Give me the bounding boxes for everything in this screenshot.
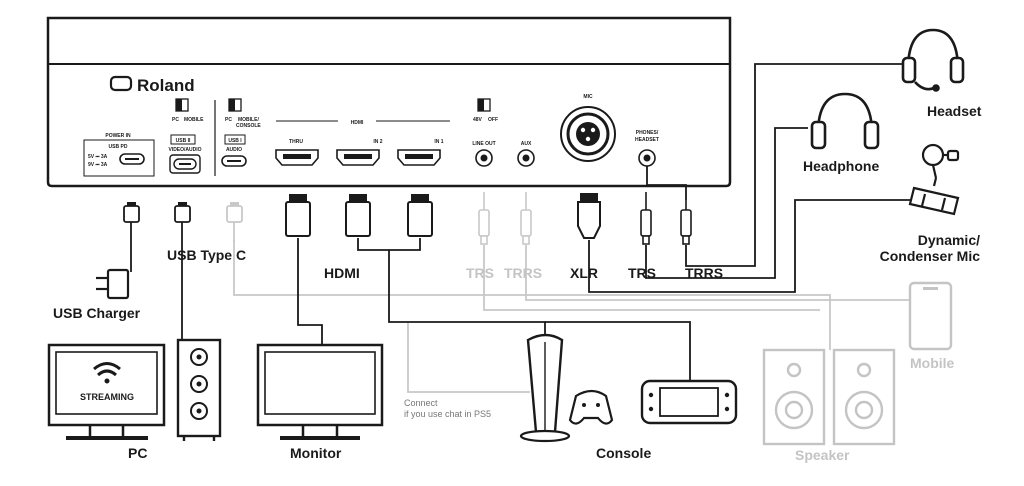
trrs-plug <box>680 200 692 245</box>
svg-text:MIC: MIC <box>583 94 593 100</box>
usb-c-grey-plug <box>226 202 243 242</box>
charger-usb-plug <box>123 202 140 223</box>
usb2-port: USB II VIDEO/AUDIO <box>168 134 202 174</box>
svg-text:PHONES/: PHONES/ <box>636 130 659 136</box>
trs-plug <box>640 192 652 245</box>
label-trrs-headset: TRRS <box>685 265 723 281</box>
label-speaker: Speaker <box>795 447 850 463</box>
svg-text:OFF: OFF <box>488 117 498 123</box>
handheld-console-icon <box>640 379 738 425</box>
pc-tower-icon <box>176 338 222 441</box>
headphone-icon <box>810 92 880 150</box>
svg-text:USB II: USB II <box>176 138 191 144</box>
power-in-port: POWER IN USB PD 5V ⎓ 3A 9V ⎓ 3A <box>83 133 155 177</box>
streaming-text: STREAMING <box>80 392 134 402</box>
note-line-1: Connect <box>404 398 438 408</box>
roland-logo: Roland <box>109 75 195 95</box>
speaker-icon-right <box>832 348 896 446</box>
svg-text:PC: PC <box>225 117 232 123</box>
usb-charger-icon <box>96 268 130 300</box>
monitor-icon <box>256 343 384 440</box>
hdmi-ports: HDMI THRU IN 2 IN 1 <box>275 120 450 166</box>
label-monitor: Monitor <box>290 445 342 461</box>
note-line-2: if you use chat in PS5 <box>404 409 491 419</box>
usb1-port: USB I AUDIO <box>221 134 247 167</box>
label-mic-type: Dynamic/ <box>918 232 980 248</box>
label-usb-type-c: USB Type C <box>167 247 246 263</box>
svg-text:CONSOLE: CONSOLE <box>236 123 261 129</box>
usb-c-plug <box>174 202 191 223</box>
svg-text:MOBILE: MOBILE <box>184 117 204 123</box>
speaker-icon-left <box>762 348 826 446</box>
mobile-phone-icon <box>908 281 953 351</box>
svg-text:POWER IN: POWER IN <box>105 133 131 139</box>
svg-text:HEADSET: HEADSET <box>635 137 659 143</box>
label-trs-line-out: TRS <box>466 265 494 281</box>
pc-display-icon: STREAMING <box>47 343 166 440</box>
svg-text:AUDIO: AUDIO <box>226 147 242 153</box>
phones-headset-jack: PHONES/ HEADSET <box>635 130 659 167</box>
game-controller-icon <box>568 389 614 425</box>
svg-text:48V: 48V <box>473 117 483 123</box>
label-xlr: XLR <box>570 265 598 281</box>
svg-text:THRU: THRU <box>289 139 303 145</box>
svg-text:VIDEO/AUDIO: VIDEO/AUDIO <box>168 147 201 153</box>
svg-text:PC: PC <box>172 117 179 123</box>
svg-text:HDMI: HDMI <box>351 120 364 126</box>
label-mic-kind: Condenser Mic <box>880 248 981 264</box>
svg-text:USB PD: USB PD <box>109 144 128 150</box>
svg-text:LINE OUT: LINE OUT <box>472 141 495 147</box>
xlr-plug <box>577 193 601 239</box>
trs-grey-plug <box>478 192 490 245</box>
phantom-power-switch: 48V OFF <box>473 98 498 123</box>
microphone-icon <box>908 143 960 216</box>
label-hdmi: HDMI <box>324 265 360 281</box>
label-trs-phones: TRS <box>628 265 656 281</box>
label-console: Console <box>596 445 651 461</box>
brand-text: Roland <box>137 76 195 95</box>
black-cables <box>130 63 920 380</box>
label-usb-charger: USB Charger <box>53 305 141 321</box>
aux-jack: AUX <box>517 141 535 167</box>
label-pc: PC <box>128 445 147 461</box>
wifi-icon <box>93 362 121 384</box>
trrs-grey-plug <box>520 192 532 245</box>
pc-mobile-switch: PC MOBILE <box>172 98 204 123</box>
svg-text:IN 1: IN 1 <box>434 139 443 145</box>
headset-icon <box>901 28 965 92</box>
grey-cables <box>233 240 910 393</box>
pc-mobile-console-switch: PC MOBILE/ CONSOLE <box>225 98 261 129</box>
game-console-icon <box>519 333 571 443</box>
label-trrs-aux: TRRS <box>504 265 542 281</box>
hdmi-plug-thru <box>285 194 311 237</box>
line-out-jack: LINE OUT <box>472 141 496 167</box>
hdmi-plug-in2 <box>345 194 371 237</box>
device-body <box>46 16 732 188</box>
svg-text:5V ⎓ 3A: 5V ⎓ 3A <box>88 154 108 160</box>
hdmi-plug-in1 <box>407 194 433 237</box>
svg-text:AUX: AUX <box>521 141 532 147</box>
svg-text:MOBILE/: MOBILE/ <box>238 117 259 123</box>
svg-text:IN 2: IN 2 <box>373 139 382 145</box>
svg-text:9V ⎓ 3A: 9V ⎓ 3A <box>88 162 108 168</box>
label-headset: Headset <box>927 103 982 119</box>
label-headphone: Headphone <box>803 158 879 174</box>
label-mobile: Mobile <box>910 355 955 371</box>
svg-text:USB I: USB I <box>228 138 242 144</box>
xlr-mic-input: MIC <box>560 94 616 162</box>
